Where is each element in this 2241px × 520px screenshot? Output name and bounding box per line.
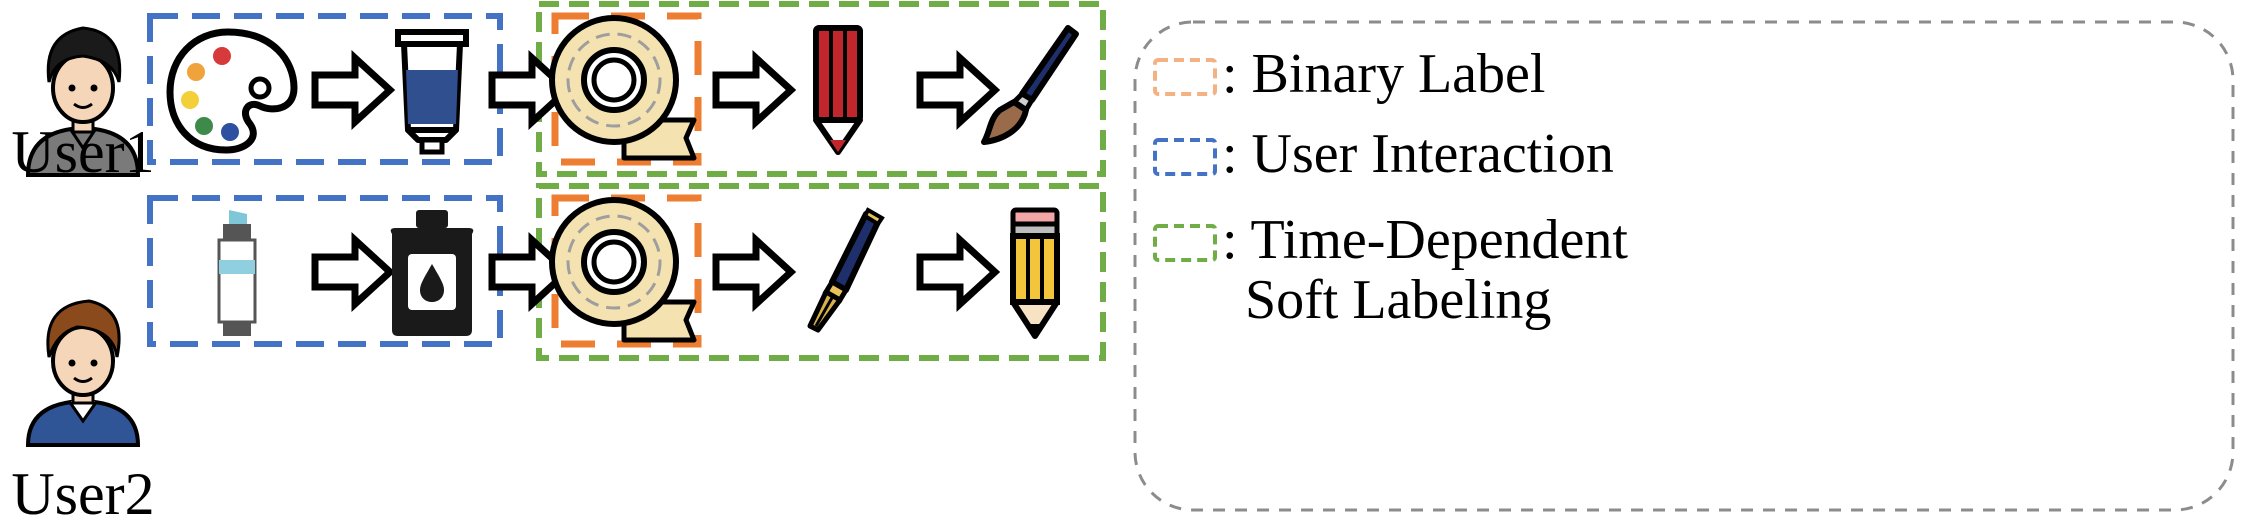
paint-tube-icon: [395, 29, 469, 155]
arrow-icon: [920, 58, 995, 122]
arrow-icon: [315, 240, 390, 304]
legend-soft-label-line1: : Time-Dependent: [1222, 209, 1628, 271]
highlighter-icon: [217, 210, 257, 336]
user1-label: User1: [11, 119, 154, 185]
legend-binary-label: : Binary Label: [1222, 43, 1545, 105]
yellow-pencil-icon: [1010, 207, 1060, 339]
arrow-icon: [716, 240, 791, 304]
arrow-icon: [716, 58, 791, 122]
arrow-icon: [920, 240, 995, 304]
arrow-icon: [315, 58, 390, 122]
red-pencil-icon: [813, 25, 863, 155]
user2-label: User2: [11, 461, 154, 520]
paintbrush-icon: [981, 25, 1079, 145]
tape-icon: [552, 18, 694, 158]
fountain-pen-icon: [807, 207, 885, 333]
tape-icon: [552, 200, 694, 340]
legend-interaction-label: : User Interaction: [1222, 123, 1614, 185]
legend-soft-label-line2: Soft Labeling: [1245, 269, 1551, 331]
legend-binary-swatch: [1153, 58, 1217, 96]
legend-box: [1133, 20, 2235, 512]
palette-icon: [166, 28, 298, 154]
legend-interaction-swatch: [1153, 138, 1217, 176]
user1-avatar: [23, 26, 143, 177]
user2-avatar: [23, 299, 143, 447]
legend-soft-swatch: [1153, 224, 1217, 262]
ink-bottle-icon: [390, 210, 474, 336]
